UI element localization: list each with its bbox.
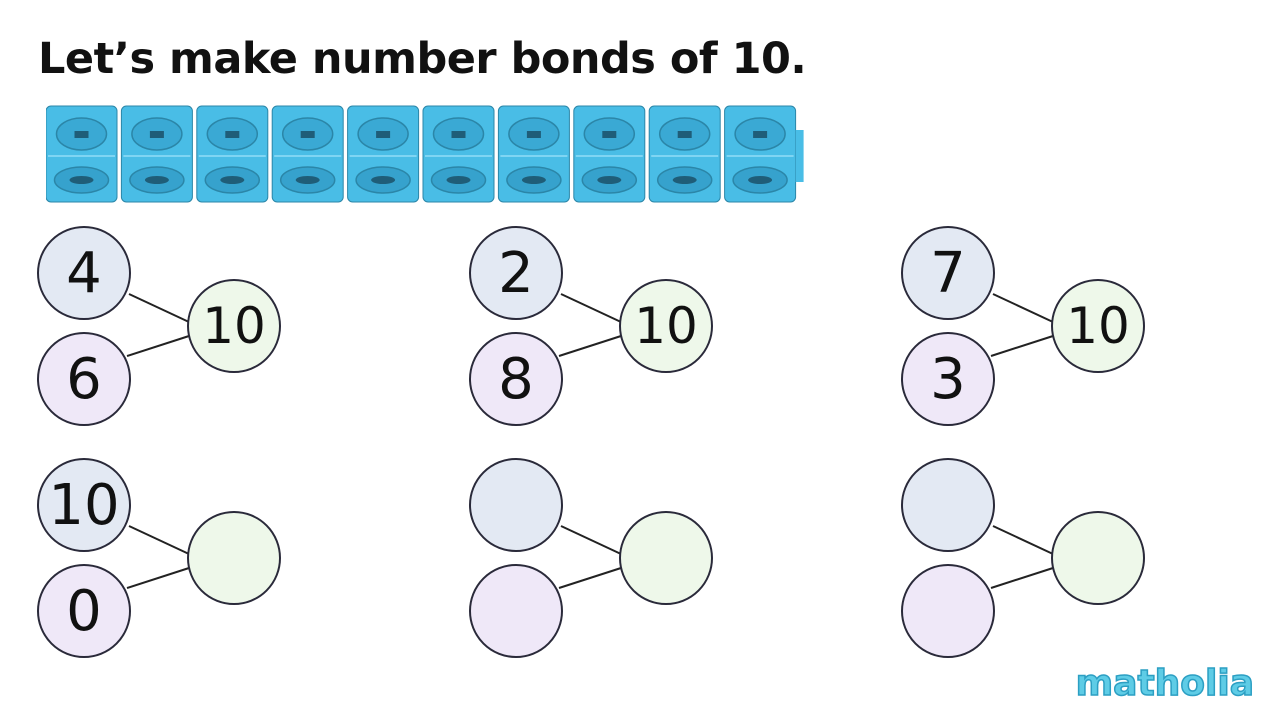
cube-connector [795,130,804,182]
number-bond-2: 2 8 10 [469,226,729,426]
number-bond-5 [469,458,729,658]
whole-circle[interactable] [619,511,713,605]
linking-cube [196,105,269,203]
part-circle-bottom[interactable]: 0 [37,564,131,658]
part-circle-top[interactable]: 4 [37,226,131,320]
part-circle-top[interactable] [469,458,563,552]
matholia-logo: matholia [1075,662,1255,705]
number-bond-6 [901,458,1161,658]
linking-cubes-row [46,105,804,203]
linking-cube [573,105,646,203]
number-bond-4: 10 0 [37,458,297,658]
part-circle-bottom[interactable]: 6 [37,332,131,426]
linking-cube [347,105,420,203]
linking-cube [46,105,118,203]
whole-circle[interactable]: 10 [619,279,713,373]
part-circle-top[interactable]: 10 [37,458,131,552]
linking-cube [648,105,721,203]
linking-cube [497,105,570,203]
number-bond-1: 4 6 10 [37,226,297,426]
part-circle-bottom[interactable] [469,564,563,658]
part-circle-bottom[interactable]: 3 [901,332,995,426]
whole-circle[interactable] [187,511,281,605]
linking-cube [724,105,797,203]
linking-cube [422,105,495,203]
part-circle-bottom[interactable]: 8 [469,332,563,426]
page-title: Let’s make number bonds of 10. [38,34,807,84]
linking-cube [120,105,193,203]
number-bond-3: 7 3 10 [901,226,1161,426]
whole-circle[interactable]: 10 [187,279,281,373]
part-circle-bottom[interactable] [901,564,995,658]
whole-circle[interactable]: 10 [1051,279,1145,373]
linking-cube [271,105,344,203]
part-circle-top[interactable]: 7 [901,226,995,320]
part-circle-top[interactable]: 2 [469,226,563,320]
part-circle-top[interactable] [901,458,995,552]
whole-circle[interactable] [1051,511,1145,605]
